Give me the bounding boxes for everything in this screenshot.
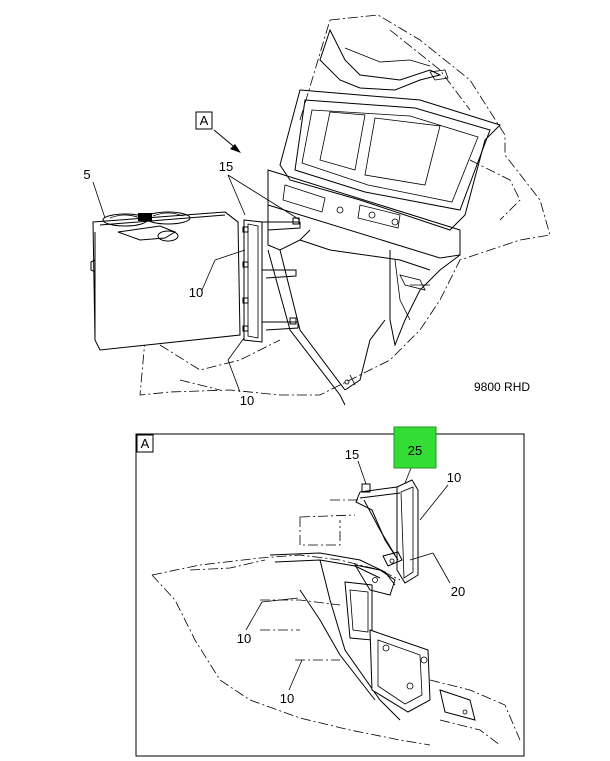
detail-callout-10-mid: 10	[237, 631, 251, 646]
detail-leader-lines	[245, 460, 451, 691]
detail-callout-10-top: 10	[447, 470, 461, 485]
top-leader-lines	[92, 174, 301, 393]
top-view: A 5 15 10 10 9800 RHD	[83, 14, 551, 408]
detail-bracket	[355, 479, 419, 584]
cab-outline	[139, 14, 551, 396]
console-cup-holder	[90, 211, 241, 351]
callout-10-left: 10	[189, 285, 203, 300]
detail-cab-outline	[151, 499, 521, 746]
top-view-label-box	[195, 111, 213, 130]
detail-callout-20: 20	[451, 584, 465, 599]
view-a-arrow	[213, 129, 241, 153]
detail-dash-structure	[269, 552, 476, 721]
detail-callout-10-bottom: 10	[280, 691, 294, 706]
callout-15: 15	[219, 159, 233, 174]
callout-10-bottom: 10	[240, 393, 254, 408]
mounting-bracket	[242, 217, 301, 343]
callout-5: 5	[83, 167, 90, 182]
detail-view-a: A	[135, 426, 525, 757]
windshield-frame	[279, 28, 501, 231]
detail-view-label: A	[141, 436, 150, 451]
detail-view-label-box	[136, 434, 154, 453]
model-label: 9800 RHD	[474, 380, 530, 394]
callout-25: 25	[408, 443, 422, 458]
detail-callout-15: 15	[345, 447, 359, 462]
top-view-label: A	[200, 113, 209, 128]
callout-25-highlight	[393, 426, 437, 469]
dash-panel	[267, 169, 461, 406]
detail-frame	[135, 433, 525, 757]
